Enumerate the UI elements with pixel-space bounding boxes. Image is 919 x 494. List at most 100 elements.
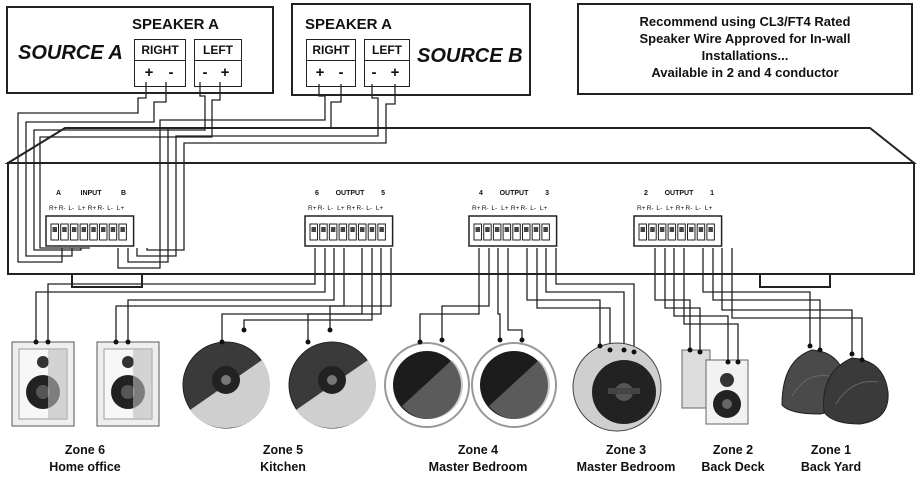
pin-label: L- [656,205,662,212]
source-a-right-plus: + [144,64,154,81]
pin-label: L- [327,205,333,212]
terminal-block-input: R+R-L-L+R+R-L-L+ [45,205,135,247]
terminal-header-left: 2 [644,190,648,197]
zone-3-speaker [572,342,662,432]
terminal-header-output-4-3: 4 OUTPUT 3 [479,190,549,197]
source-b-left-plus: + [390,64,400,81]
input-wires [17,82,396,269]
zone-5-speaker-right [288,341,377,429]
zone-4-speaker-left [384,342,470,428]
terminal-header-left: A [56,190,62,197]
source-b-speaker-title: SPEAKER A [305,16,392,33]
zone-3-name: Zone 3 [605,443,647,457]
terminal-header-mid: OUTPUT [499,190,529,197]
wire-recommendation-note: Recommend using CL3/FT4 Rated Speaker Wi… [577,3,913,95]
terminal-header-mid: OUTPUT [335,190,365,197]
note-line-1: Recommend using CL3/FT4 Rated [639,14,851,29]
pin-label: R+ [49,205,58,212]
pin-label: L+ [376,205,384,212]
pin-label: R- [521,205,528,212]
terminal-header-right: 1 [710,190,714,197]
zone-5-label: Zone 5 Kitchen [228,442,338,476]
pin-label: L- [366,205,372,212]
zone-6-name: Zone 6 [64,443,106,457]
zone-2-room: Back Deck [701,460,765,474]
terminal-header-right: B [120,190,126,197]
zone-6-label: Zone 6 Home office [30,442,140,476]
source-a-right-label: RIGHT [135,40,185,61]
output-wires [35,248,863,360]
amplifier-front [7,162,915,275]
zone-3-room: Master Bedroom [576,460,676,474]
terminal-header-right: 3 [545,190,549,197]
pin-label: R+ [511,205,520,212]
source-a-right-minus: - [168,64,174,81]
source-a-right-terminal: RIGHT [134,39,186,87]
source-b-right-label: RIGHT [307,40,355,61]
pin-label: L- [68,205,74,212]
zone-2-label: Zone 2 Back Deck [688,442,778,476]
terminal-block-output-6-5: R+R-L-L+R+R-L-L+ [304,205,394,247]
zone-1-room: Back Yard [800,460,862,474]
zone-1-label: Zone 1 Back Yard [786,442,876,476]
pin-label: L+ [337,205,345,212]
zone-4-room: Master Bedroom [428,460,528,474]
zone-5-name: Zone 5 [262,443,304,457]
terminal-header-right: 5 [381,190,385,197]
amplifier-top [4,127,917,164]
pin-label: R- [59,205,66,212]
zone-4-speaker-right [471,342,557,428]
note-line-3: Installations... [701,48,789,63]
amplifier-foot-right [759,273,831,288]
zone-4-name: Zone 4 [457,443,499,457]
pin-label: L- [107,205,113,212]
zone-2-name: Zone 2 [712,443,754,457]
note-line-4: Available in 2 and 4 conductor [651,65,839,80]
zone-3-label: Zone 3 Master Bedroom [566,442,686,476]
terminal-header-output-6-5: 6 OUTPUT 5 [315,190,385,197]
pin-label: L+ [540,205,548,212]
source-a-speaker-title: SPEAKER A [132,16,219,33]
terminal-block-output-4-3: R+R-L-L+R+R-L-L+ [468,205,558,247]
source-a-box: SOURCE A SPEAKER A RIGHT + - LEFT - + [6,6,274,94]
pin-label: R+ [88,205,97,212]
source-a-left-terminal: LEFT [194,39,242,87]
pin-label: L+ [117,205,125,212]
pin-label: L+ [666,205,674,212]
pin-label: R- [482,205,489,212]
zone-6-speaker-right [96,341,160,427]
terminal-header-left: 4 [479,190,483,197]
note-line-2: Speaker Wire Approved for In-wall [639,31,851,46]
speaker-connection-dots [33,327,865,365]
terminal-header-mid: INPUT [80,190,102,197]
pin-label: L+ [78,205,86,212]
amplifier-foot-left [71,273,143,288]
zone-4-label: Zone 4 Master Bedroom [413,442,543,476]
terminal-header-left: 6 [315,190,319,197]
pin-label: L- [530,205,536,212]
pin-label: L- [491,205,497,212]
pin-label: L+ [705,205,713,212]
source-a-label: SOURCE A [18,42,123,64]
pin-label: R+ [472,205,481,212]
source-b-box: SPEAKER A RIGHT + - LEFT - + SOURCE B [291,3,531,96]
source-b-right-terminal: RIGHT [306,39,356,87]
terminal-blocks: R+R-L-L+R+R-L-L+R+R-L-L+R+R-L-L+R+R-L-L+… [45,205,723,247]
source-b-right-plus: + [315,64,325,81]
zone-6-speaker-left [11,341,75,427]
pin-label: R- [98,205,105,212]
zone-1-speaker [781,349,889,425]
zone-6-room: Home office [49,460,121,474]
zone-5-room: Kitchen [260,460,306,474]
zone-5-speaker-left [182,341,271,429]
source-a-left-plus: + [220,64,230,81]
pin-label: L- [695,205,701,212]
zone-1-name: Zone 1 [810,443,852,457]
source-b-label: SOURCE B [417,45,523,67]
zone-2-speaker [681,349,749,425]
terminal-block-output-2-1: R+R-L-L+R+R-L-L+ [633,205,723,247]
source-b-right-minus: - [338,64,344,81]
pin-label: R- [686,205,693,212]
